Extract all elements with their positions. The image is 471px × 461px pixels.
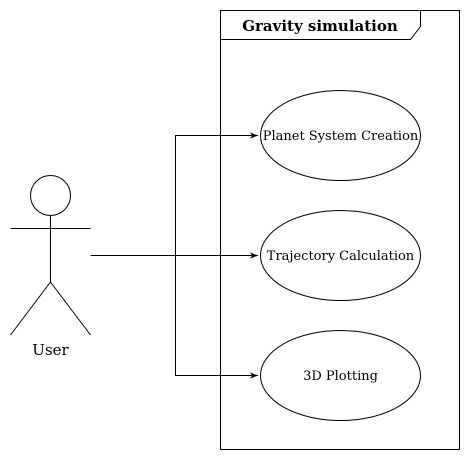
system-boundary: Gravity simulation xyxy=(220,10,460,450)
actor-left-leg xyxy=(10,281,51,336)
actor-user[interactable] xyxy=(10,175,91,336)
connector-planet-system-creation xyxy=(90,132,258,256)
use-case-ellipse xyxy=(260,90,421,181)
actor-label: User xyxy=(32,341,69,359)
frame-title-tab xyxy=(220,10,421,40)
use-case-ellipse xyxy=(260,330,421,421)
use-case-label: 3D Plotting xyxy=(303,369,378,384)
use-case-label: Planet System Creation xyxy=(263,129,419,144)
connector-3d-plotting xyxy=(175,255,258,379)
use-case-ellipse xyxy=(260,210,421,301)
system-title: Gravity simulation xyxy=(242,17,398,35)
actor-head xyxy=(30,175,71,216)
actor-right-leg xyxy=(50,281,91,336)
use-case-trajectory-calculation[interactable]: Trajectory Calculation xyxy=(260,210,421,301)
use-case-3d-plotting[interactable]: 3D Plotting xyxy=(260,330,421,421)
use-case-label: Trajectory Calculation xyxy=(267,249,415,264)
use-case-planet-system-creation[interactable]: Planet System Creation xyxy=(260,90,421,181)
